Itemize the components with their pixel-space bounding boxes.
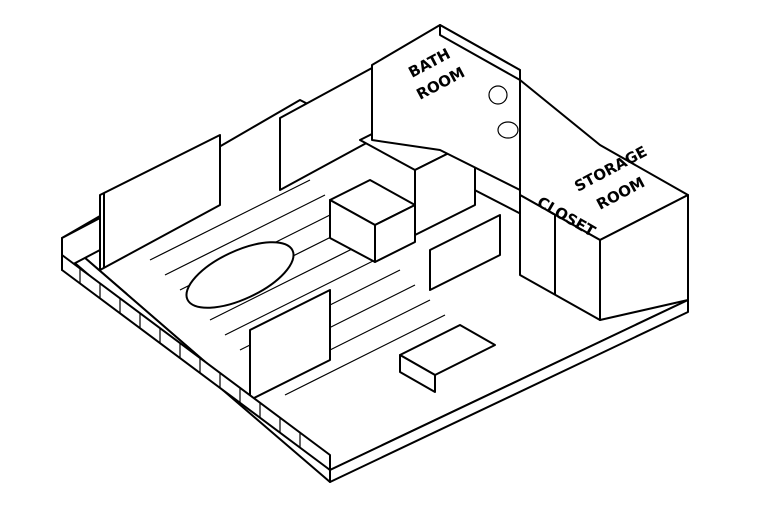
- toilet: [497, 121, 519, 139]
- closet-front: [519, 194, 601, 321]
- floor-slab-edge-right: [329, 299, 689, 483]
- front-railing: [61, 217, 331, 471]
- partition-shelf: [249, 289, 331, 401]
- sink: [488, 85, 508, 105]
- dining-table: [185, 241, 295, 309]
- room-divider-screen: [429, 214, 501, 291]
